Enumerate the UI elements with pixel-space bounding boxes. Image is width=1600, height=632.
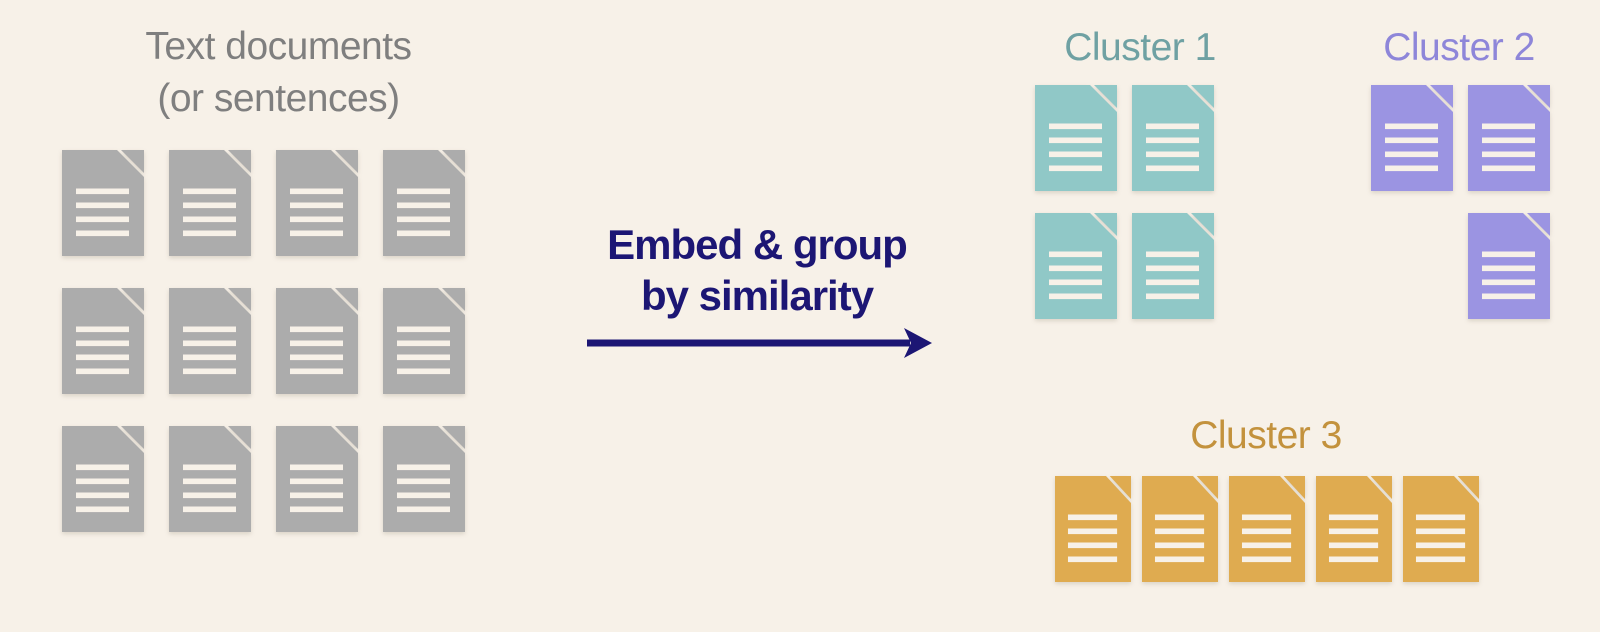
document-icon [62,426,144,532]
transform-label: Embed & group by similarity [557,219,957,321]
document-icon [1142,476,1218,582]
document-icon [276,288,358,394]
source-title-line2: (or sentences) [157,77,400,120]
source-title-line1: Text documents [145,25,412,68]
cluster2-documents-grid [1371,85,1550,319]
cluster3-documents-row [1055,476,1479,582]
document-icon [1468,85,1550,191]
document-icon [169,426,251,532]
document-icon [169,288,251,394]
document-icon [1035,85,1117,191]
document-icon [62,288,144,394]
source-title: Text documents (or sentences) [78,21,479,125]
document-icon [1132,85,1214,191]
document-icon [1132,213,1214,319]
transform-label-line1: Embed & group [607,221,908,268]
document-icon [1468,213,1550,319]
cluster1-label: Cluster 1 [1064,26,1216,69]
document-icon [383,288,465,394]
document-icon [1055,476,1131,582]
document-icon [1229,476,1305,582]
cluster1-documents-grid [1035,85,1214,319]
document-icon [276,426,358,532]
document-icon [1035,213,1117,319]
document-icon [62,150,144,256]
document-icon [1371,85,1453,191]
document-icon [276,150,358,256]
cluster2-label: Cluster 2 [1383,26,1535,69]
cluster3-label: Cluster 3 [1190,414,1342,457]
source-documents-grid [62,150,465,532]
document-icon [383,150,465,256]
document-icon [383,426,465,532]
document-icon [169,150,251,256]
arrow-right-icon [586,322,932,364]
document-icon [1316,476,1392,582]
transform-label-line2: by similarity [640,272,874,319]
document-icon [1403,476,1479,582]
